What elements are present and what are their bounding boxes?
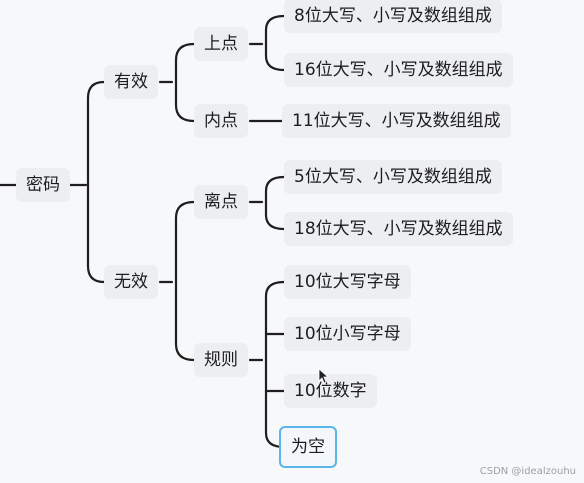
leaf-node[interactable]: 11位大写、小写及数组组成 bbox=[282, 104, 511, 138]
leaf-node-selected[interactable]: 为空 bbox=[279, 426, 337, 468]
leaf-node[interactable]: 16位大写、小写及数组组成 bbox=[284, 53, 513, 87]
subbranch-node-inner-point[interactable]: 内点 bbox=[194, 104, 248, 138]
root-node[interactable]: 密码 bbox=[16, 168, 70, 202]
subbranch-node-upper-point[interactable]: 上点 bbox=[194, 27, 248, 61]
branch-node-invalid[interactable]: 无效 bbox=[104, 265, 158, 299]
mouse-cursor-icon bbox=[318, 368, 330, 384]
leaf-node[interactable]: 10位大写字母 bbox=[284, 265, 411, 299]
leaf-node[interactable]: 8位大写、小写及数组组成 bbox=[284, 0, 502, 33]
leaf-node[interactable]: 5位大写、小写及数组组成 bbox=[284, 160, 502, 194]
leaf-node[interactable]: 18位大写、小写及数组组成 bbox=[284, 212, 513, 246]
watermark: CSDN @idealzouhu bbox=[479, 466, 576, 477]
subbranch-node-rules[interactable]: 规则 bbox=[194, 343, 248, 377]
branch-node-valid[interactable]: 有效 bbox=[104, 65, 158, 99]
subbranch-node-outer-point[interactable]: 离点 bbox=[194, 185, 248, 219]
leaf-node[interactable]: 10位数字 bbox=[284, 374, 377, 408]
leaf-node[interactable]: 10位小写字母 bbox=[284, 317, 411, 351]
